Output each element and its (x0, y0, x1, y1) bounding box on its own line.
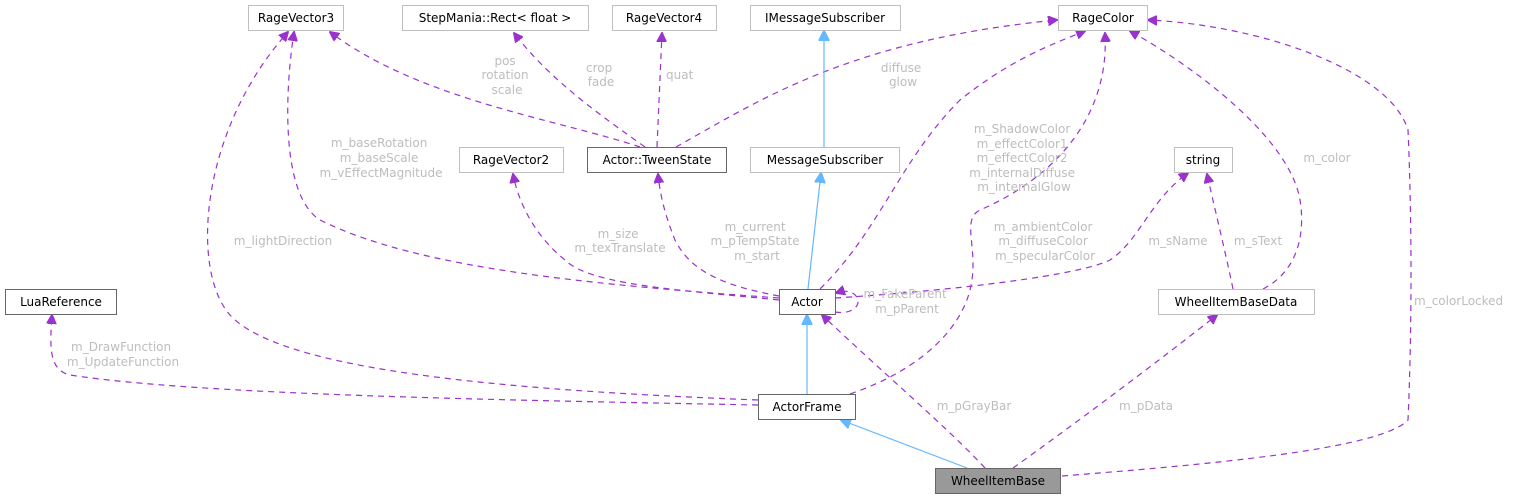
node-label: IMessageSubscriber (765, 11, 885, 25)
nodes: RageVector3 StepMania::Rect< float > Rag… (5, 5, 1315, 494)
edge-label-actor-string: m_sName (1148, 234, 1207, 248)
edge-wheelitembase-actor (822, 315, 986, 469)
edge-inherit-actor-messagesubscriber (807, 173, 821, 290)
edge-data-string (1207, 174, 1234, 290)
edge-actor-string (834, 173, 1188, 299)
node-actorframe[interactable]: ActorFrame (758, 394, 856, 420)
node-wheelitembasedata[interactable]: WheelItemBaseData (1158, 289, 1315, 315)
edge-tweenstate-ragevector3 (330, 32, 641, 148)
edge-label-actor-self: m_FakeParent m_pParent (864, 287, 951, 316)
edge-label-actorframe-rv3: m_lightDirection (234, 234, 333, 248)
edge-label-actor-tween: m_current m_pTempState m_start (711, 220, 804, 263)
node-stepmania-rect[interactable]: StepMania::Rect< float > (402, 5, 589, 31)
node-actor-tweenstate[interactable]: Actor::TweenState (587, 147, 727, 173)
edge-label-actor-color: m_ShadowColor m_effectColor1 m_effectCol… (969, 122, 1079, 194)
node-imessagesubscriber[interactable]: IMessageSubscriber (750, 5, 901, 31)
node-string[interactable]: string (1174, 147, 1233, 173)
edge-actor-self (835, 291, 859, 314)
node-label: string (1186, 153, 1220, 167)
edge-actor-ragecolor (819, 31, 1085, 290)
node-ragevector4[interactable]: RageVector4 (612, 5, 717, 31)
edge-label-actorframe-lua: m_DrawFunction m_UpdateFunction (67, 340, 179, 369)
edge-label-actorframe-color: m_ambientColor m_diffuseColor m_specular… (994, 220, 1097, 263)
edge-label-tween-rv4: quat (666, 68, 694, 82)
edge-wheelitembase-ragecolor (1061, 20, 1412, 477)
node-label: RageVector4 (626, 11, 702, 25)
node-messagesubscriber[interactable]: MessageSubscriber (750, 147, 900, 173)
edge-label-tween-rect: crop fade (586, 61, 616, 89)
node-label: WheelItemBase (951, 474, 1045, 488)
node-label: LuaReference (20, 295, 102, 309)
node-ragecolor[interactable]: RageColor (1058, 5, 1148, 31)
node-label: WheelItemBaseData (1175, 295, 1298, 309)
edge-label-actor-rv3: m_baseRotation m_baseScale m_vEffectMagn… (320, 136, 443, 180)
node-actor[interactable]: Actor (779, 289, 836, 315)
node-luareference[interactable]: LuaReference (5, 289, 117, 315)
edge-data-ragecolor (1130, 31, 1303, 290)
edge-actorframe-ragevector3 (206, 32, 759, 401)
node-ragevector3[interactable]: RageVector3 (248, 5, 344, 31)
edge-label-data-string: m_sText (1234, 234, 1283, 248)
edge-label-wheel-data: m_pData (1119, 399, 1173, 413)
edge-labels: pos rotation scale crop fade quat diffus… (67, 54, 1503, 413)
node-label: Actor (791, 295, 823, 309)
edge-actorframe-ragecolor (849, 33, 1105, 395)
edge-actor-tweenstate (658, 174, 780, 297)
edge-label-tween-color: diffuse glow (881, 61, 925, 89)
node-label: ActorFrame (773, 400, 842, 414)
edge-label-data-color: m_color (1303, 151, 1350, 165)
edge-label-tween-rv3: pos rotation scale (482, 54, 533, 97)
edge-inherit-wheelitembase-actorframe (841, 420, 968, 469)
node-ragevector2[interactable]: RageVector2 (459, 147, 564, 173)
node-label: Actor::TweenState (603, 153, 712, 167)
edge-label-wheel-actor: m_pGrayBar (937, 399, 1012, 413)
node-label: MessageSubscriber (767, 153, 884, 167)
edge-tweenstate-ragevector4 (656, 33, 662, 148)
node-label: RageVector2 (473, 153, 549, 167)
edge-actor-ragevector3 (287, 32, 780, 299)
node-label: RageVector3 (258, 11, 334, 25)
edge-tweenstate-rect (514, 33, 646, 148)
edge-actorframe-luareference (51, 315, 759, 406)
node-wheelitembase[interactable]: WheelItemBase (935, 468, 1061, 494)
edge-label-actor-rv2: m_size m_texTranslate (574, 227, 665, 255)
edges (51, 20, 1412, 477)
edge-wheelitembase-data (1012, 315, 1217, 469)
edge-label-wheel-color: m_colorLocked (1414, 294, 1503, 308)
node-label: RageColor (1072, 11, 1134, 25)
node-label: StepMania::Rect< float > (419, 11, 572, 25)
edge-actor-ragevector2 (513, 174, 780, 301)
